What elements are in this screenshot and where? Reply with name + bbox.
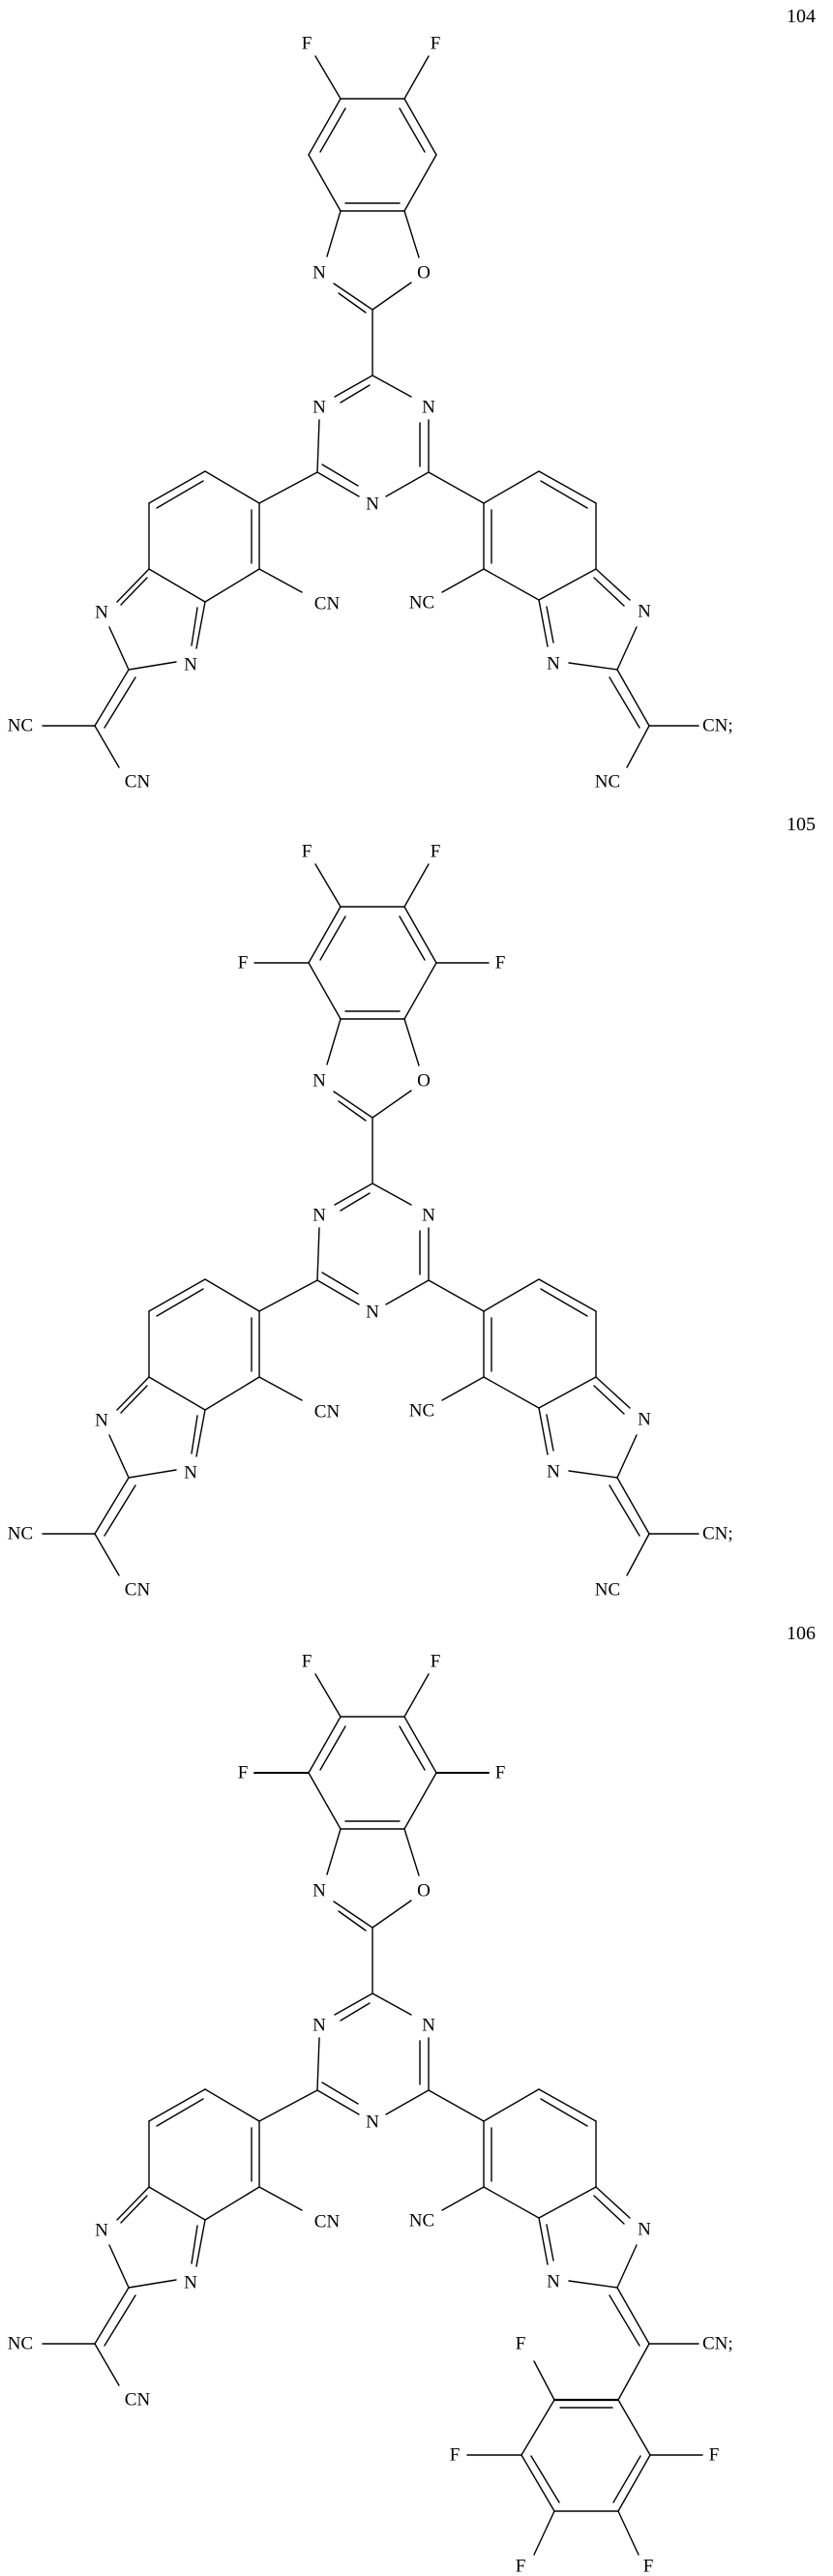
right-exo-cn-label: CN; <box>702 1524 733 1544</box>
left-exo-nc-label: NC <box>8 1524 33 1544</box>
left-imidazole-n-upper: N <box>95 603 108 623</box>
left-imidazole-n-upper: N <box>95 1411 108 1431</box>
left-exo-cn-label: CN <box>125 2390 151 2411</box>
compound-104: 104 F F N O N N N CN NC N N N N NC CN CN… <box>8 6 816 793</box>
right-imidazole-n-upper: N <box>638 602 651 622</box>
left-cyano-label: CN <box>314 594 341 614</box>
right-exo-cn-label: CN; <box>702 716 733 736</box>
left-cyano-label: CN <box>314 2212 341 2232</box>
right-exo-nc-bond <box>626 1533 650 1576</box>
core-skeleton <box>42 1716 699 2386</box>
fluorine-label: F <box>495 1763 506 1783</box>
triazine-n-bottom: N <box>366 1303 379 1323</box>
right-imidazole-n-lower: N <box>547 654 560 674</box>
triazine-n-right: N <box>422 1206 435 1226</box>
right-cyano-label: NC <box>409 593 434 614</box>
right-exo-cn-label: CN; <box>702 2334 733 2354</box>
compound-number: 104 <box>787 6 816 27</box>
right-imidazole-n-lower: N <box>547 2272 560 2292</box>
fluorine-label: F <box>302 1652 312 1672</box>
fluorine-label: F <box>302 34 312 54</box>
fluorine-label: F <box>431 34 441 54</box>
core-skeleton <box>42 906 699 1576</box>
right-exo-nc-bond <box>626 725 650 768</box>
fluorine-label: F <box>302 842 312 862</box>
left-exo-cn-label: CN <box>125 772 151 793</box>
pentafluorophenyl-ring: F F F F F <box>450 2334 720 2576</box>
fluorine-label: F <box>450 2445 461 2466</box>
triazine-n-left: N <box>312 1206 326 1226</box>
left-imidazole-n-lower: N <box>184 655 197 675</box>
benzoxazole-fluorines: F F <box>302 34 441 100</box>
fluorine-label: F <box>431 842 441 862</box>
compound-number: 106 <box>787 1623 816 1644</box>
triazine-n-left: N <box>312 2016 326 2036</box>
benzoxazole-fluorines: F F F F <box>238 842 506 973</box>
fluorine-label: F <box>643 2557 654 2576</box>
compound-106: 106 F F F F N O N N N CN NC N N N N NC C… <box>8 1623 816 2576</box>
right-exo-nc-label: NC <box>595 1580 620 1601</box>
left-exo-nc-label: NC <box>8 716 33 736</box>
right-exo-nc-label: NC <box>595 772 620 793</box>
compound-number: 105 <box>787 814 816 835</box>
triazine-n-right: N <box>422 2016 435 2036</box>
fluorine-label: F <box>709 2445 720 2466</box>
oxazole-o-label: O <box>417 1881 431 1902</box>
oxazole-n-label: N <box>312 1071 326 1092</box>
fluorine-label: F <box>516 2557 526 2576</box>
right-imidazole-n-upper: N <box>638 2220 651 2240</box>
fluorine-label: F <box>238 953 249 973</box>
right-imidazole-n-upper: N <box>638 1410 651 1430</box>
core-skeleton <box>42 98 699 768</box>
left-imidazole-n-lower: N <box>184 1463 197 1483</box>
right-imidazole-n-lower: N <box>547 1462 560 1483</box>
left-imidazole-n-lower: N <box>184 2273 197 2293</box>
triazine-n-right: N <box>422 398 435 418</box>
left-cyano-label: CN <box>314 1402 341 1423</box>
compound-105: 105 F F F F N O N N N CN NC N N N N NC C… <box>8 814 816 1601</box>
right-cyano-label: NC <box>409 2211 434 2232</box>
left-exo-cn-label: CN <box>125 1580 151 1601</box>
fluorine-label: F <box>495 953 506 973</box>
left-imidazole-n-upper: N <box>95 2221 108 2241</box>
benzoxazole-fluorines: F F F F <box>238 1652 506 1783</box>
fluorine-label: F <box>431 1652 441 1672</box>
atom-labels: N O N N N CN NC N N N N NC CN CN; NC <box>8 1071 733 1601</box>
atom-labels: N O N N N CN NC N N N N NC CN CN; NC <box>8 263 733 793</box>
fluorine-label: F <box>238 1763 249 1783</box>
right-cyano-label: NC <box>409 1401 434 1422</box>
oxazole-n-label: N <box>312 1881 326 1902</box>
oxazole-o-label: O <box>417 263 431 284</box>
triazine-n-bottom: N <box>366 494 379 515</box>
fluorine-label: F <box>516 2334 526 2354</box>
atom-labels: N O N N N CN NC N N N N NC CN CN; <box>8 1881 733 2411</box>
oxazole-n-label: N <box>312 263 326 284</box>
left-exo-nc-label: NC <box>8 2334 33 2354</box>
triazine-n-left: N <box>312 398 326 418</box>
oxazole-o-label: O <box>417 1071 431 1092</box>
triazine-n-bottom: N <box>366 2112 379 2133</box>
